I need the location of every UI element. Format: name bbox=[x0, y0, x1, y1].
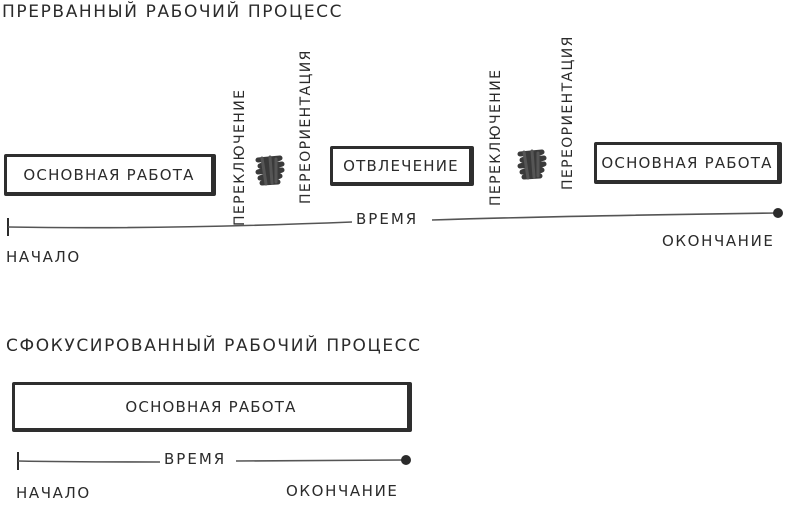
main-work-block-1: ОСНОВНАЯ РАБОТА bbox=[4, 154, 216, 196]
focused-timeline-label: ВРЕМЯ bbox=[160, 450, 231, 468]
main-work-block-2-label: ОСНОВНАЯ РАБОТА bbox=[601, 153, 773, 172]
focused-workflow-title: СФОКУСИРОВАННЫЙ РАБОЧИЙ ПРОЦЕСС bbox=[6, 336, 422, 356]
interrupted-workflow-title: ПРЕРВАННЫЙ РАБОЧИЙ ПРОЦЕСС bbox=[2, 2, 344, 22]
scribble-mark-1 bbox=[255, 155, 285, 186]
scribble-mark-2 bbox=[517, 149, 547, 180]
focused-main-work-block: ОСНОВНАЯ РАБОТА bbox=[12, 382, 412, 432]
distraction-block: ОТВЛЕЧЕНИЕ bbox=[330, 146, 474, 186]
interrupted-end-label: ОКОНЧАНИЕ bbox=[662, 232, 775, 250]
focused-start-label: НАЧАЛО bbox=[16, 484, 91, 502]
focused-end-label: ОКОНЧАНИЕ bbox=[286, 482, 399, 500]
distraction-block-label: ОТВЛЕЧЕНИЕ bbox=[343, 156, 459, 175]
main-work-block-1-label: ОСНОВНАЯ РАБОТА bbox=[23, 165, 195, 184]
focused-main-work-block-label: ОСНОВНАЯ РАБОТА bbox=[125, 397, 297, 416]
interrupted-timeline-label: ВРЕМЯ bbox=[352, 210, 423, 228]
main-work-block-2: ОСНОВНАЯ РАБОТА bbox=[594, 142, 782, 184]
interrupted-start-label: НАЧАЛО bbox=[6, 248, 81, 266]
